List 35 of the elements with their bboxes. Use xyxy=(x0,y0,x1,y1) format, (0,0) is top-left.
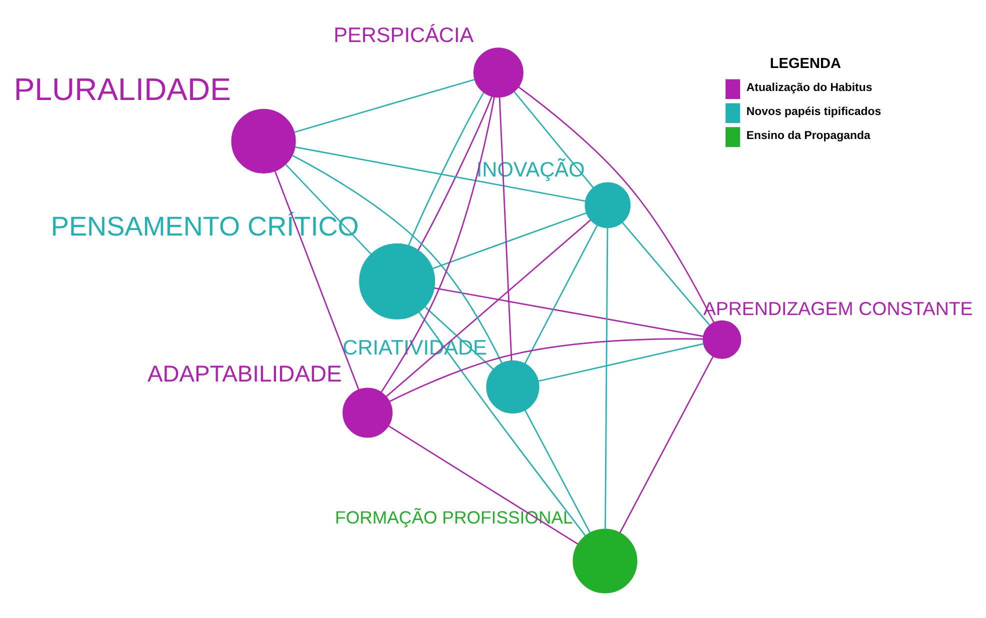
connector xyxy=(418,96,492,250)
connector xyxy=(389,338,704,402)
connector xyxy=(408,92,484,246)
connector xyxy=(524,410,591,534)
node-circle xyxy=(359,243,436,320)
node-circle xyxy=(486,360,540,414)
node-circle xyxy=(231,108,296,174)
node-circle xyxy=(702,320,742,359)
connector xyxy=(294,146,586,202)
node-label: ADAPTABILIDADE xyxy=(147,360,342,387)
connector xyxy=(498,97,512,361)
connector xyxy=(434,287,704,337)
connector xyxy=(538,343,704,382)
legend-label: Novos papéis tipificados xyxy=(746,106,882,118)
connector xyxy=(380,96,495,392)
node-label: PLURALIDADE xyxy=(14,72,231,108)
connector xyxy=(619,356,714,533)
connector xyxy=(388,425,578,545)
connector xyxy=(518,86,714,323)
node-circle xyxy=(584,182,631,228)
connector xyxy=(604,228,608,530)
connector xyxy=(622,222,710,326)
label: LEGENDA xyxy=(770,56,842,72)
legend-label: Atualização do Habitus xyxy=(746,82,872,94)
connector xyxy=(292,154,502,364)
node-label: PERSPICÁCIA xyxy=(334,24,474,47)
connector xyxy=(432,212,587,270)
legend-label: Ensino da Propaganda xyxy=(746,130,870,142)
node-circle xyxy=(473,48,524,98)
connector xyxy=(418,312,586,536)
node-circle xyxy=(342,388,393,438)
connector xyxy=(524,224,598,364)
connector xyxy=(294,78,475,133)
connector xyxy=(386,220,591,398)
node-circle xyxy=(572,528,638,594)
